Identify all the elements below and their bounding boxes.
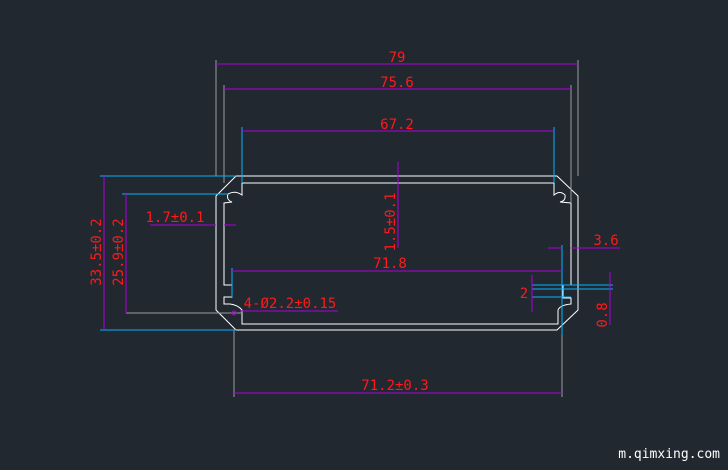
dim-67-2: 67.2 [380,117,414,133]
extension-lines-cyan [100,127,613,335]
dim-25-9: 25.9±0.2 [111,218,127,285]
hole-marker [231,310,237,316]
dimension-lines [103,63,620,394]
dim-79: 79 [389,50,406,66]
extension-lines-gray [126,60,579,397]
dim-0-8: 0.8 [595,302,611,327]
watermark: m.qimxing.com [618,447,720,462]
dim-1-7: 1.7±0.1 [145,210,204,226]
dim-71-8: 71.8 [373,256,407,272]
dim-3-6: 3.6 [593,233,618,249]
dim-75-6: 75.6 [380,75,414,91]
dim-71-2: 71.2±0.3 [361,378,428,394]
dim-2: 2 [520,286,528,302]
dim-holes: 4-Ø2.2±0.15 [244,296,337,312]
dim-33-5: 33.5±0.2 [89,218,105,285]
enclosure-profile [215,175,579,331]
dim-1-5: 1.5±0.1 [383,192,399,251]
